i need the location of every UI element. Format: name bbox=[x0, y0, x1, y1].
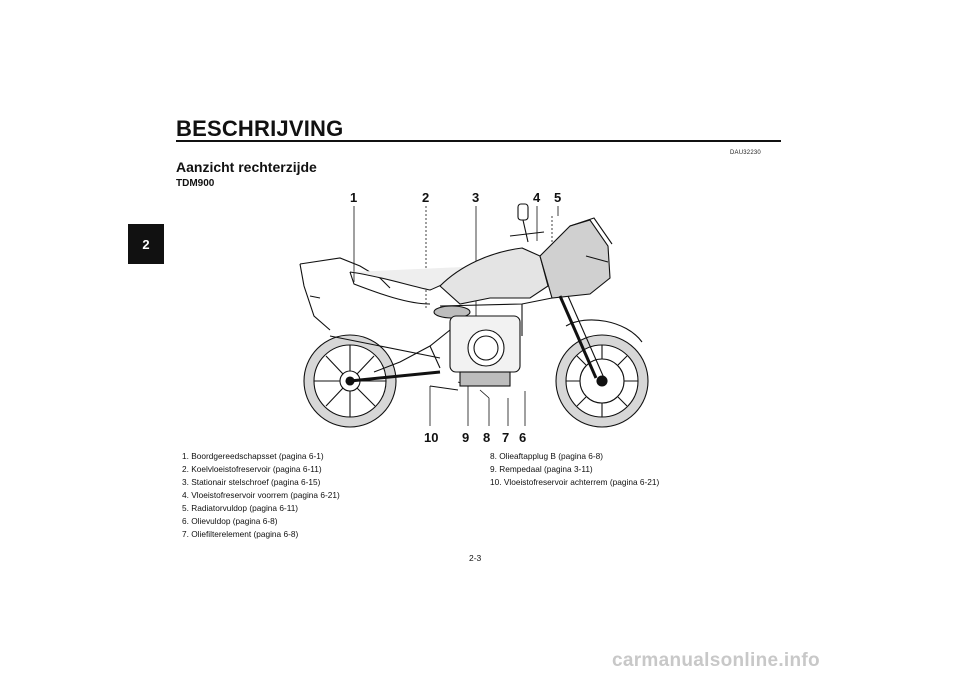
legend-item-2: 2. Koelvloeistofreservoir (pagina 6-11) bbox=[182, 464, 322, 474]
legend-item-7: 7. Oliefilterelement (pagina 6-8) bbox=[182, 529, 299, 539]
legend-item-1: 1. Boordgereedschapsset (pagina 6-1) bbox=[182, 451, 324, 461]
legend-item-4: 4. Vloeistofreservoir voorrem (pagina 6-… bbox=[182, 490, 340, 500]
callout-7: 7 bbox=[502, 430, 509, 444]
callout-6: 6 bbox=[519, 430, 526, 444]
legend-item-3: 3. Stationair stelschroef (pagina 6-15) bbox=[182, 477, 321, 487]
chapter-heading: BESCHRIJVING bbox=[176, 116, 344, 141]
chapter-tab: 2 bbox=[128, 224, 164, 264]
callout-2: 2 bbox=[422, 190, 429, 205]
callout-5: 5 bbox=[554, 190, 561, 205]
callout-3: 3 bbox=[472, 190, 479, 205]
watermark: carmanualsonline.info bbox=[612, 650, 820, 671]
legend-item-8: 8. Olieaftapplug B (pagina 6-8) bbox=[490, 451, 604, 461]
page-number: 2-3 bbox=[469, 553, 482, 563]
callout-8: 8 bbox=[483, 430, 490, 444]
section-title: Aanzicht rechterzijde bbox=[176, 159, 317, 175]
callout-10: 10 bbox=[424, 430, 438, 444]
legend-item-10: 10. Vloeistofreservoir achterrem (pagina… bbox=[490, 477, 660, 487]
legend-left-column: 1. Boordgereedschapsset (pagina 6-1) 2. … bbox=[182, 450, 472, 541]
legend-item-6: 6. Olievuldop (pagina 6-8) bbox=[182, 516, 278, 526]
model-name: TDM900 bbox=[176, 178, 215, 189]
motorcycle-line-art bbox=[299, 203, 649, 428]
legend-right-column: 8. Olieaftapplug B (pagina 6-8) 9. Rempe… bbox=[490, 450, 750, 489]
callout-1: 1 bbox=[350, 190, 357, 205]
callout-4: 4 bbox=[533, 190, 541, 205]
motorcycle-right-side-diagram: 1 2 3 4 5 10 9 8 7 6 bbox=[299, 190, 649, 444]
callout-9: 9 bbox=[462, 430, 469, 444]
legend-item-5: 5. Radiatorvuldop (pagina 6-11) bbox=[182, 503, 299, 513]
legend-item-9: 9. Rempedaal (pagina 3-11) bbox=[490, 464, 593, 474]
heading-rule bbox=[176, 140, 781, 142]
document-code: DAU32230 bbox=[730, 150, 761, 156]
